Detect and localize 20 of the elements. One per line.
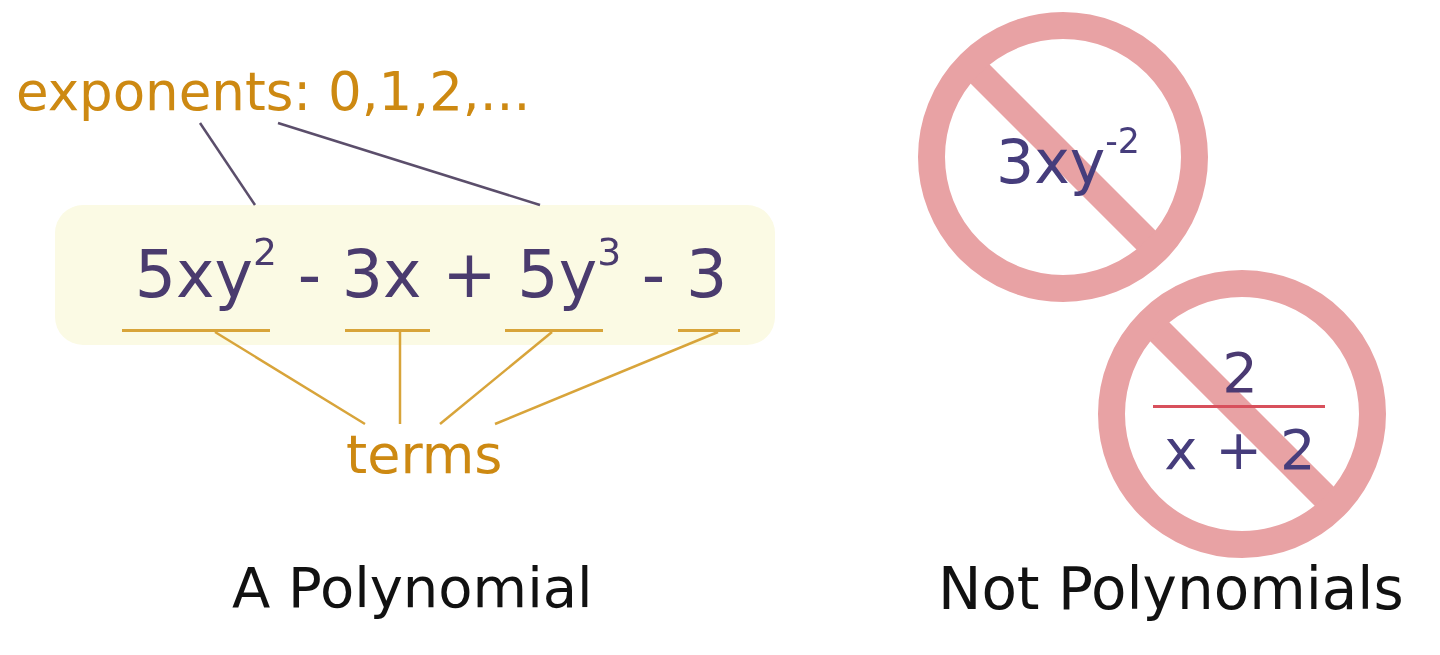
leader-line <box>439 331 553 425</box>
leader-line <box>198 122 257 206</box>
callout-label: exponents: 0,1,2,... <box>16 62 531 123</box>
term-underline <box>345 329 430 332</box>
highlight-band <box>55 205 775 345</box>
leader-line <box>494 330 719 426</box>
math-expression: 3xy$^{-2}$ <box>996 127 1140 197</box>
polynomial-expression: 5xy$^{2}$ - 3x + 5y$^{3}$ - 3 <box>134 237 728 313</box>
term-underline <box>122 329 270 332</box>
caption: A Polynomial <box>232 556 593 621</box>
callout-label: terms <box>346 424 503 487</box>
caption: Not Polynomials <box>938 556 1404 623</box>
term-underline <box>505 329 603 332</box>
fraction-numerator: 2 <box>1222 340 1258 406</box>
leader-line <box>277 121 541 207</box>
term-underline <box>678 329 740 332</box>
prohibition-sign <box>1098 270 1386 558</box>
leader-line <box>214 330 366 426</box>
leader-line <box>398 332 402 424</box>
prohibition-sign <box>918 12 1208 302</box>
